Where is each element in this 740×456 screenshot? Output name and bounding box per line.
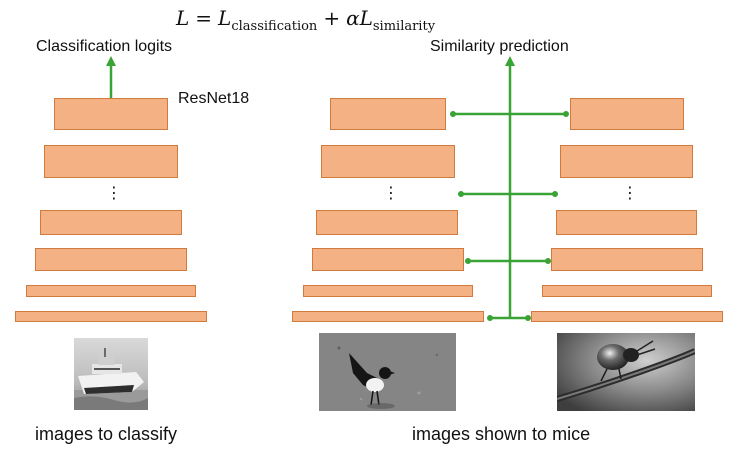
branch-dot xyxy=(450,111,456,117)
middle-network-layer xyxy=(330,98,446,130)
resnet-label: ResNet18 xyxy=(178,90,250,107)
classification-logits-label: Classification logits xyxy=(36,38,173,55)
left-network-layer xyxy=(54,98,168,130)
left-network-layer xyxy=(44,145,178,178)
branch-dot xyxy=(545,258,551,264)
right-ellipsis: ⋮ xyxy=(622,183,638,202)
images-shown-to-mice-caption: images shown to mice xyxy=(412,424,591,444)
right-network-layer xyxy=(542,285,712,297)
middle-network-layer xyxy=(312,248,464,271)
loss-formula: L=Lclassification+αLsimilarity xyxy=(176,6,435,34)
branch-dot xyxy=(563,111,569,117)
formula-lhs: L xyxy=(176,6,190,30)
right-network-layer xyxy=(560,145,693,178)
middle-network-layer xyxy=(292,311,484,322)
ship-image xyxy=(74,338,148,410)
formula-term2-coef: α xyxy=(346,6,360,30)
middle-network-layer xyxy=(316,210,458,235)
right-network-layer xyxy=(556,210,697,235)
middle-network-layer xyxy=(321,145,455,178)
similarity-prediction-label: Similarity prediction xyxy=(430,38,569,55)
right-network-layer xyxy=(570,98,684,130)
right-network-layer xyxy=(531,311,723,322)
branch-dot xyxy=(465,258,471,264)
similarity-output-arrowhead xyxy=(505,56,515,66)
formula-term1-symbol: L xyxy=(218,6,232,30)
left-network-layer xyxy=(15,311,207,322)
branch-dot xyxy=(525,315,531,321)
formula-equals: = xyxy=(195,6,213,30)
formula-term2-sub: similarity xyxy=(372,19,436,34)
left-network-layer xyxy=(26,285,196,297)
left-network-layer xyxy=(35,248,187,271)
beetle-image xyxy=(557,333,695,411)
formula-term2-symbol: L xyxy=(359,6,373,30)
right-network-layer xyxy=(551,248,703,271)
classification-output-arrowhead xyxy=(106,56,116,66)
branch-dot xyxy=(458,191,464,197)
left-network-layer xyxy=(40,210,182,235)
middle-ellipsis: ⋮ xyxy=(383,183,399,202)
bird-image xyxy=(319,333,456,411)
middle-network-layer xyxy=(303,285,473,297)
images-to-classify-caption: images to classify xyxy=(35,424,178,444)
formula-term1-sub: classification xyxy=(231,19,318,34)
formula-plus: + xyxy=(323,6,341,30)
branch-dot xyxy=(552,191,558,197)
branch-dot xyxy=(487,315,493,321)
left-ellipsis: ⋮ xyxy=(106,183,122,202)
